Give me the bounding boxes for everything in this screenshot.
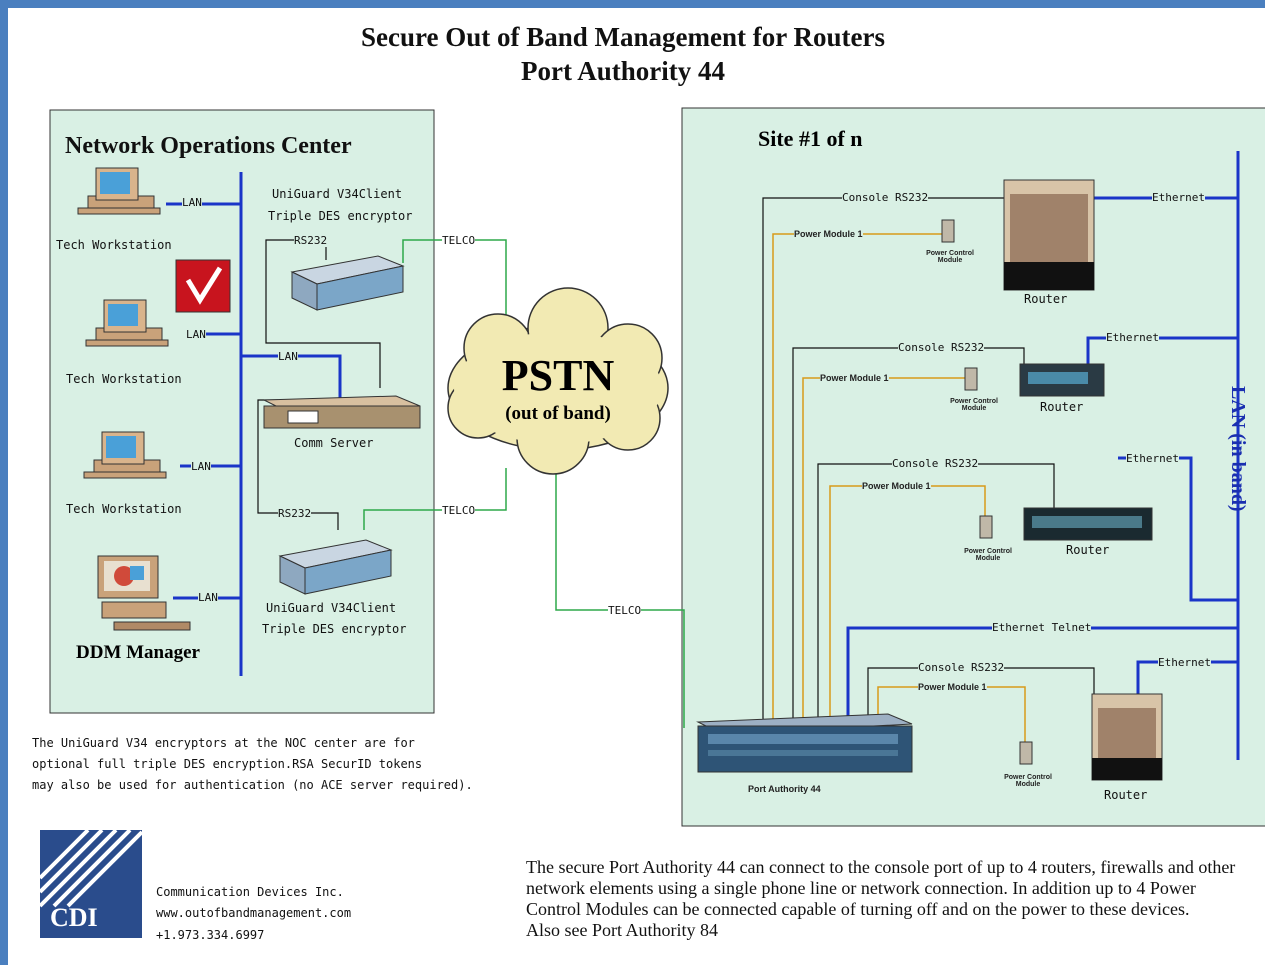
encryptor-device-icon[interactable] (278, 539, 393, 595)
telco-label: TELCO (608, 604, 642, 617)
lan-inband-label: LAN (in band) (1227, 386, 1249, 512)
site-heading: Site #1 of n (758, 126, 863, 151)
encryptor-label-line1: UniGuard V34Client (266, 601, 397, 615)
ethernet-label: Ethernet (1158, 656, 1211, 669)
ethernet-telnet-label: Ethernet Telnet (992, 621, 1092, 634)
power-control-module-icon[interactable] (979, 515, 993, 539)
encryptor-device-icon[interactable] (290, 255, 405, 311)
cdi-logo (38, 828, 144, 938)
encryptor-label-line2: Triple DES encryptor (268, 209, 413, 223)
comm-server-label: Comm Server (294, 436, 374, 450)
pstn-label: PSTN (501, 351, 615, 400)
console-label: Console RS232 (842, 191, 929, 204)
workstation-label: Tech Workstation (56, 238, 172, 252)
power-control-module-icon[interactable] (941, 219, 955, 243)
router-icon[interactable] (1023, 507, 1153, 541)
console-label: Console RS232 (918, 661, 1005, 674)
ethernet-label: Ethernet (1106, 331, 1159, 344)
workstation-icon[interactable] (83, 431, 167, 479)
port-authority-44-device[interactable] (696, 713, 913, 773)
note-line: The UniGuard V34 encryptors at the NOC c… (32, 736, 415, 750)
rs232-label: RS232 (278, 507, 312, 520)
router-icon[interactable] (1019, 363, 1105, 397)
port-authority-label: Port Authority 44 (748, 784, 821, 794)
power-control-module-icon[interactable] (964, 367, 978, 391)
page-subtitle: Port Authority 44 (521, 56, 725, 86)
workstation-label: Tech Workstation (66, 502, 182, 516)
telco-label: TELCO (442, 504, 476, 517)
description-line[interactable]: Also see Port Authority 84 (526, 920, 718, 940)
description-line: network elements using a single phone li… (526, 878, 1196, 898)
power-control-label: Power Control Module (926, 250, 974, 264)
router-label: Router (1024, 292, 1068, 306)
network-diagram (38, 107, 1265, 938)
cdi-logo-text: CDI (50, 903, 98, 932)
ethernet-label: Ethernet (1152, 191, 1205, 204)
power-module-label: Power Module 1 (862, 481, 931, 491)
rs232-label: RS232 (294, 234, 328, 247)
ddm-manager-icon[interactable] (97, 555, 191, 631)
workstation-icon[interactable] (77, 167, 161, 215)
note-line: may also be used for authentication (no … (32, 778, 473, 792)
router-icon[interactable] (1091, 693, 1163, 781)
ethernet-label: Ethernet (1126, 452, 1179, 465)
router-label: Router (1104, 788, 1148, 802)
power-module-label: Power Module 1 (794, 229, 863, 239)
router-icon[interactable] (1003, 179, 1095, 291)
pstn-sublabel: (out of band) (505, 403, 611, 424)
lan-label: LAN (198, 591, 218, 604)
lan-label: LAN (182, 196, 202, 209)
company-name: Communication Devices Inc. (156, 885, 344, 899)
description-line: The secure Port Authority 44 can connect… (526, 857, 1236, 877)
router-label: Router (1040, 400, 1084, 414)
lan-label: LAN (278, 350, 298, 363)
product-description: The secure Port Authority 44 can connect… (526, 857, 1265, 941)
ddm-manager-label: DDM Manager (76, 642, 200, 663)
power-module-label: Power Module 1 (820, 373, 889, 383)
power-control-label: Power Control Module (950, 398, 998, 412)
power-control-label: Power Control Module (964, 548, 1012, 562)
workstation-label: Tech Workstation (66, 372, 182, 386)
lan-label: LAN (191, 460, 211, 473)
company-phone: +1.973.334.6997 (156, 928, 265, 942)
noc-heading: Network Operations Center (65, 133, 352, 159)
console-label: Console RS232 (898, 341, 985, 354)
telco-label: TELCO (442, 234, 476, 247)
site-lan-lines (846, 151, 1240, 760)
diagram-canvas: Secure Out of Band Management for Router… (8, 8, 1265, 965)
console-label: Console RS232 (892, 457, 979, 470)
power-control-module-icon[interactable] (1019, 741, 1033, 765)
workstation-icon[interactable] (85, 299, 169, 347)
description-line: Control Modules can be connected capable… (526, 899, 1190, 919)
rsa-securid-icon (175, 259, 231, 313)
power-module-label: Power Module 1 (918, 682, 987, 692)
note-line: optional full triple DES encryption.RSA … (32, 757, 423, 771)
power-control-label: Power Control Module (1004, 774, 1052, 788)
comm-server-icon[interactable] (263, 395, 421, 429)
router-label: Router (1066, 543, 1110, 557)
page-title: Secure Out of Band Management for Router… (361, 22, 885, 52)
encryptor-label-line2: Triple DES encryptor (262, 622, 407, 636)
encryption-note: The UniGuard V34 encryptors at the NOC c… (32, 733, 473, 796)
company-url[interactable]: www.outofbandmanagement.com (156, 906, 352, 920)
lan-label: LAN (186, 328, 206, 341)
encryptor-label-line1: UniGuard V34Client (272, 187, 403, 201)
